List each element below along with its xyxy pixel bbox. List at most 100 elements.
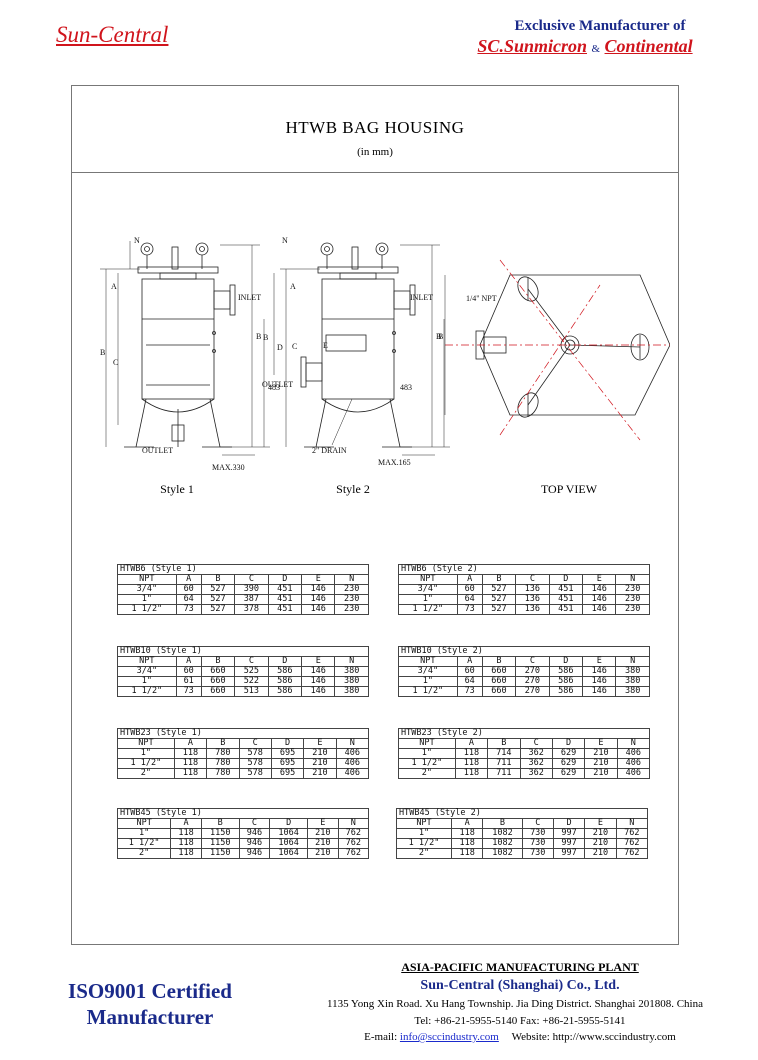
label-b1r: B <box>256 332 261 341</box>
table-cell: 586 <box>267 666 303 677</box>
table-title: HTWB10 (Style 1) <box>117 646 369 657</box>
document-frame <box>71 85 679 945</box>
table-cell: 380 <box>334 666 369 677</box>
table-cell: 586 <box>267 686 303 697</box>
table-cell: 118 <box>170 828 202 839</box>
table-header-cell: D <box>548 656 584 667</box>
table-header-cell: B <box>482 818 523 829</box>
table-cell: 230 <box>615 584 650 595</box>
label-a1: A <box>111 282 117 291</box>
label-outlet2: OUTLET <box>262 380 293 389</box>
table-header-cell: A <box>173 738 208 749</box>
table-cell: 118 <box>454 748 489 759</box>
table-cell: 60 <box>175 584 202 595</box>
table-cell: 118 <box>173 768 208 779</box>
table-cell: 1" <box>398 676 458 687</box>
table-cell: 1 1/2" <box>398 758 456 769</box>
table-header-cell: C <box>515 574 550 585</box>
table-cell: 406 <box>335 758 370 769</box>
caption-style1: Style 1 <box>160 482 194 496</box>
ampersand: & <box>591 43 601 55</box>
table-cell: 146 <box>301 676 336 687</box>
label-outlet1: OUTLET <box>142 446 173 455</box>
table-cell: 525 <box>234 666 269 677</box>
table-cell: 1150 <box>200 838 240 849</box>
table-cell: 210 <box>584 828 617 839</box>
table-cell: 451 <box>548 604 584 615</box>
table-cell: 629 <box>551 748 586 759</box>
table-cell: 660 <box>481 686 517 697</box>
table-header-cell: NPT <box>117 574 177 585</box>
table-cell: 660 <box>481 666 517 677</box>
table-cell: 3/4" <box>117 584 177 595</box>
table-cell: 660 <box>200 676 236 687</box>
table-cell: 146 <box>582 676 617 687</box>
table-cell: 230 <box>615 594 650 605</box>
table-cell: 586 <box>548 666 584 677</box>
email-link[interactable]: info@sccindustry.com <box>399 1031 499 1043</box>
label-c1: C <box>113 358 118 367</box>
table-cell: 380 <box>615 676 650 687</box>
table-cell: 1082 <box>482 848 523 859</box>
table-header-cell: N <box>615 574 650 585</box>
table-cell: 1" <box>396 828 452 839</box>
table-header-cell: A <box>456 574 483 585</box>
table-header-cell: B <box>200 574 236 585</box>
table-cell: 406 <box>335 748 370 759</box>
table-cell: 451 <box>267 604 303 615</box>
table-cell: 451 <box>548 584 584 595</box>
table-header-cell: D <box>548 574 584 585</box>
table-title: HTWB6 (Style 1) <box>117 564 369 575</box>
table-cell: 1" <box>117 676 177 687</box>
table-header-cell: B <box>481 574 517 585</box>
table-cell: 146 <box>301 594 336 605</box>
table-header-cell: C <box>238 818 271 829</box>
table-cell: 1" <box>398 594 458 605</box>
table-cell: 629 <box>551 758 586 769</box>
table-cell: 695 <box>270 758 305 769</box>
table-cell: 146 <box>301 604 336 615</box>
table-cell: 527 <box>200 584 236 595</box>
table-header-cell: E <box>301 574 336 585</box>
label-a2: A <box>290 282 296 291</box>
table-cell: 60 <box>456 584 483 595</box>
manufacturer-names: SC.Sunmicron & Continental <box>430 36 740 57</box>
brand-logo: Sun-Central <box>56 22 169 47</box>
table-cell: 64 <box>175 594 202 605</box>
table-cell: 997 <box>552 838 586 849</box>
table-cell: 1" <box>117 594 177 605</box>
table-cell: 946 <box>238 838 271 849</box>
table-cell: 73 <box>456 686 483 697</box>
table-header-cell: C <box>234 574 269 585</box>
table-header-cell: A <box>450 818 484 829</box>
table-cell: 73 <box>175 604 202 615</box>
table-cell: 118 <box>454 758 489 769</box>
table-cell: 380 <box>615 666 650 677</box>
table-cell: 780 <box>206 758 240 769</box>
table-header-cell: N <box>334 656 369 667</box>
table-title: HTWB45 (Style 1) <box>117 808 369 819</box>
table-cell: 1 1/2" <box>398 686 458 697</box>
table-header-cell: NPT <box>398 738 456 749</box>
table-cell: 762 <box>615 838 649 849</box>
table-cell: 660 <box>200 666 236 677</box>
table-cell: 586 <box>267 676 303 687</box>
table-cell: 60 <box>456 666 483 677</box>
table-header-cell: B <box>487 738 521 749</box>
table-cell: 73 <box>456 604 483 615</box>
table-cell: 1 1/2" <box>396 838 452 849</box>
